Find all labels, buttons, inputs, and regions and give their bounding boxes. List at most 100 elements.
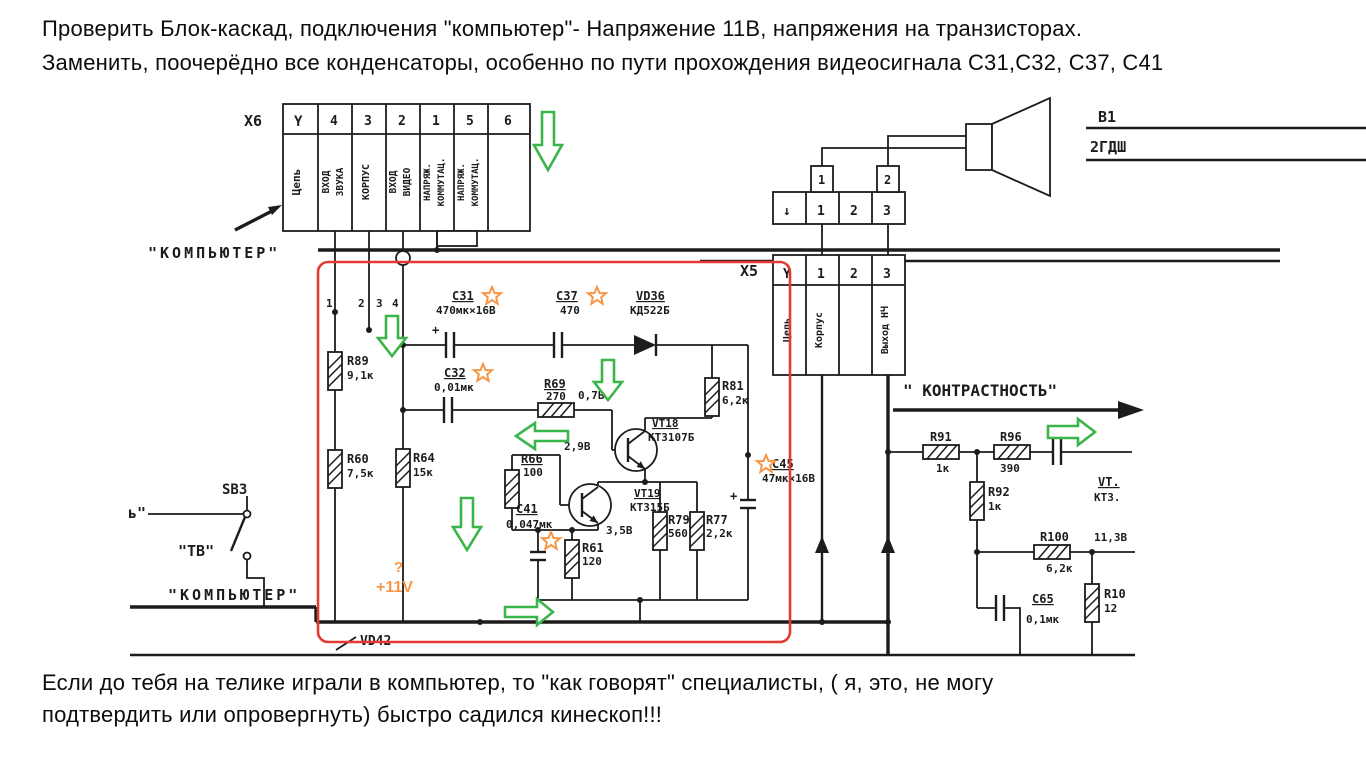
x6-label-video-in-2: ВИДЕО	[402, 167, 413, 196]
capacitor-c65-symbol	[994, 593, 1006, 623]
label-vtx: VT.	[1098, 475, 1120, 489]
resistor-r100-symbol	[1033, 544, 1071, 560]
label-r100: R100	[1040, 530, 1069, 544]
value-r81: 6,2к	[722, 394, 749, 407]
x6-connector: Х6 Y 4 3 2 1 5 6 Цепь ВХОД ЗВУКА КОРПУС …	[244, 103, 531, 247]
label-c37: С37	[556, 289, 578, 303]
value-c31: 470мк×16В	[436, 304, 496, 317]
sb3-switch-block: SB3 ь" "ТВ"	[128, 482, 265, 607]
speaker-horn-icon	[991, 96, 1051, 198]
plus-11v-note: +11V	[376, 579, 413, 596]
resistor-r10x-symbol	[1084, 583, 1100, 623]
label-c65: С65	[1032, 592, 1054, 606]
transistor-vt19-symbol	[568, 483, 612, 527]
value-r60: 7,5к	[347, 467, 374, 480]
speaker-body-icon	[965, 123, 993, 171]
label-r66: R66	[521, 452, 543, 466]
green-left-arrow-icon	[513, 420, 570, 452]
x6-pin-3: 3	[364, 114, 372, 129]
value-r66: 100	[523, 466, 543, 479]
resistor-r89-symbol	[327, 351, 343, 391]
x6-title: Х6	[244, 112, 262, 130]
green-down-arrow-icon	[591, 358, 625, 403]
label-r96: R96	[1000, 430, 1022, 444]
resistor-r60-symbol	[327, 449, 343, 489]
label-r89: R89	[347, 354, 369, 368]
star-c41-icon	[541, 531, 561, 550]
value-r96: 390	[1000, 462, 1020, 475]
label-r61: R61	[582, 541, 604, 555]
tv-label: "ТВ"	[178, 542, 214, 560]
value-c32: 0,01мк	[434, 381, 474, 394]
resistor-r64-symbol	[395, 448, 411, 488]
coupling-cap-symbol	[1051, 437, 1063, 467]
x5-connector: Х5 Y 1 2 3 Цепь Корпус Выход НЧ	[740, 254, 906, 376]
contrast-label: " КОНТРАСТНОСТЬ"	[903, 381, 1057, 400]
callout-arrowhead-icon	[268, 205, 282, 215]
x5-pin-2: 2	[850, 267, 858, 282]
value-vd36: КД522Б	[630, 304, 670, 317]
x6-label-supply-1a: НАПРЯЖ.	[423, 163, 433, 201]
wire-pin-4: 4	[392, 297, 399, 310]
green-annotation-arrows	[375, 110, 1098, 628]
x6-label-supply-2b: КОММУТАЦ.	[471, 158, 481, 207]
label-r69: R69	[544, 377, 566, 391]
voltage-base-vt19: 2,9В	[564, 440, 591, 453]
x6-label-ground: КОРПУС	[361, 164, 372, 200]
value-r79: 560	[668, 527, 688, 540]
value-c41: 0,047мк	[506, 518, 553, 531]
x6-pin-2: 2	[398, 114, 406, 129]
label-c32: С32	[444, 366, 466, 380]
resistor-r91-symbol	[922, 444, 960, 460]
label-c45: С45	[772, 457, 794, 471]
label-vt19: VT19	[634, 487, 661, 500]
x6-label-supply-1b: КОММУТАЦ.	[437, 158, 447, 207]
speaker-model: 2ГДШ	[1090, 138, 1126, 156]
star-c37-icon	[587, 286, 607, 305]
value-r100: 6,2к	[1046, 562, 1073, 575]
value-r69: 270	[546, 390, 566, 403]
circuit-wires	[334, 312, 749, 622]
resistor-r96-symbol	[993, 444, 1031, 460]
label-r79: R79	[668, 513, 690, 527]
speaker-block: ↓ 1 2 3 1 2 В1 2ГДШ	[772, 96, 1366, 255]
spk-row-arrow-icon: ↓	[783, 204, 791, 219]
x6-label-circuit: Цепь	[290, 169, 303, 196]
label-r77: R77	[706, 513, 728, 527]
x6-pin-1: 1	[432, 114, 440, 129]
label-r81: R81	[722, 379, 744, 393]
label-r64: R64	[413, 451, 435, 465]
label-r91: R91	[930, 430, 952, 444]
resistor-r79-symbol	[652, 511, 668, 551]
left-cut-text: ь"	[128, 504, 146, 522]
x6-label-audio-in-2: ЗВУКА	[335, 167, 346, 196]
spk-pin-1: 1	[817, 204, 825, 219]
orange-notes: ? +11V	[376, 559, 413, 596]
computer-callout-top: "КОМПЬЮТЕР"	[148, 205, 282, 262]
star-c31-icon	[482, 286, 502, 305]
switch-contact-icon	[242, 509, 252, 519]
x6-key-symbol-icon: Y	[294, 114, 303, 130]
value-vtx: КТ3.	[1094, 491, 1121, 504]
computer-bottom-label: "КОМПЬЮТЕР"	[168, 586, 300, 604]
capacitor-c32-symbol	[442, 395, 454, 425]
x6-label-supply-2a: НАПРЯЖ.	[457, 163, 467, 201]
label-c41: С41	[516, 502, 538, 516]
red-highlight-box	[316, 260, 792, 644]
value-vt19: КТ315Б	[630, 501, 670, 514]
diode-vd36-symbol	[634, 334, 658, 356]
contrast-section: " КОНТРАСТНОСТЬ" R91 1к R96 390 R92 1к R…	[888, 381, 1144, 655]
value-r91: 1к	[936, 462, 950, 475]
x6-pin-4: 4	[330, 114, 338, 129]
label-vt18: VT18	[652, 417, 679, 430]
note-bottom-line2: подтвердить или опровергнуть) быстро сад…	[42, 702, 663, 727]
green-down-arrow-icon	[450, 496, 484, 553]
x6-label-video-in-1: ВХОД	[388, 170, 399, 193]
resistor-r69-symbol	[537, 402, 575, 418]
x6-pin-6: 6	[504, 114, 512, 129]
note-bottom-line1: Если до тебя на телике играли в компьюте…	[42, 670, 994, 695]
c31-plus-sign: +	[432, 323, 439, 337]
x5-title: Х5	[740, 262, 758, 280]
value-r92: 1к	[988, 500, 1002, 513]
